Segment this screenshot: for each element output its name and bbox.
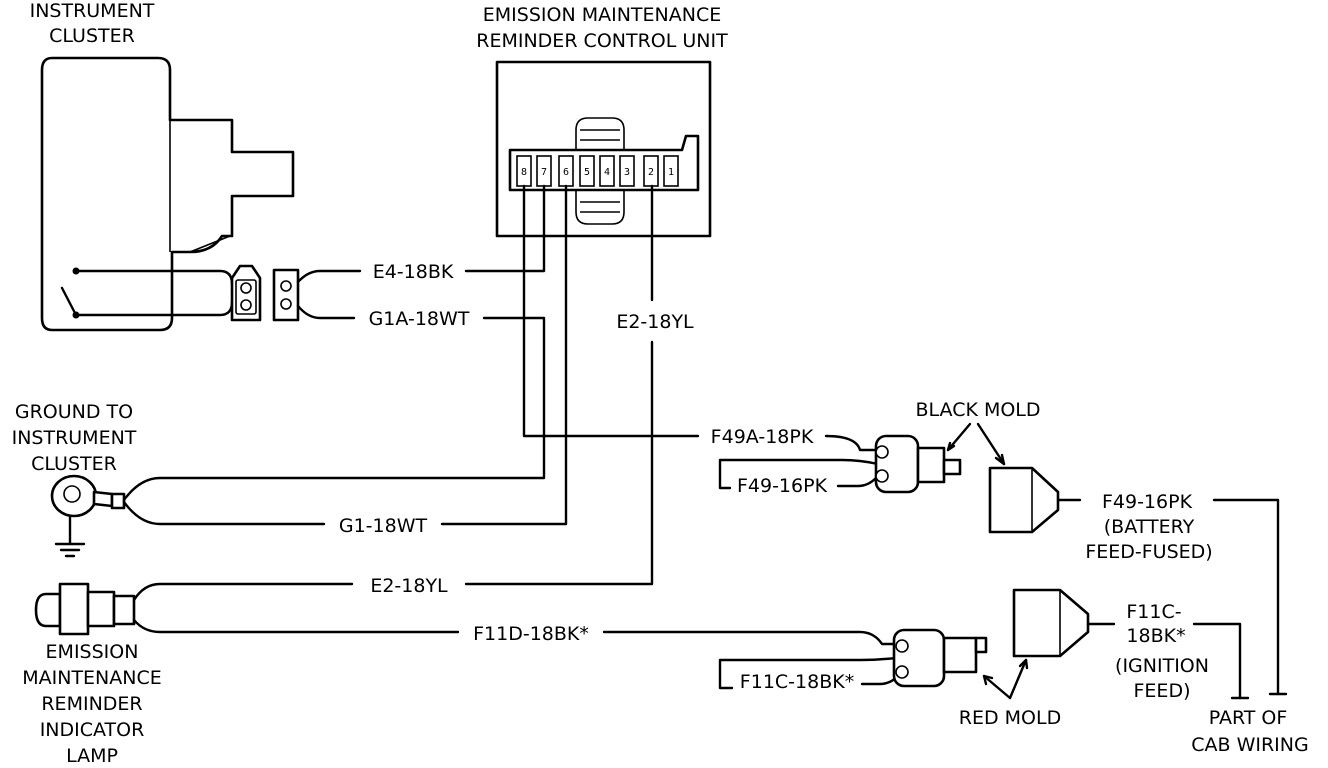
lamp-label-2: MAINTENANCE (22, 667, 162, 689)
wire-pin8 (522, 184, 700, 438)
pin-label-8: 8 (521, 167, 527, 178)
cluster-connector-male (230, 264, 262, 322)
labels: INSTRUMENT CLUSTER EMISSION MAINTENANCE … (12, 0, 1309, 767)
control-unit-label-2: REMINDER CONTROL UNIT (476, 30, 728, 52)
instrument-cluster (40, 56, 295, 332)
harness-connector-female (272, 268, 300, 322)
battery-feed-label-1: (BATTERY (1104, 516, 1195, 538)
wires (122, 184, 898, 646)
lamp-label-3: REMINDER (41, 693, 142, 715)
cab-wiring-wires (1056, 498, 1288, 700)
wire-label-f49-left: F49-16PK (737, 475, 828, 497)
wire-e2 (132, 184, 654, 602)
ground-symbol-icon (54, 514, 86, 558)
wire-label-f11c-right-1: F11C- (1126, 601, 1181, 623)
wire-f11d (132, 618, 898, 646)
pin-label-5: 5 (584, 167, 590, 178)
pin-1 (663, 155, 679, 187)
control-unit (495, 60, 712, 238)
cab-wiring-label-2: CAB WIRING (1191, 734, 1308, 756)
black-mold-label: BLACK MOLD (915, 399, 1040, 421)
pin-label-4: 4 (604, 167, 610, 178)
wire-label-e4: E4-18BK (373, 261, 454, 283)
ground-label-1: GROUND TO (15, 401, 133, 423)
instrument-cluster-label-1: INSTRUMENT (30, 0, 155, 22)
wire-label-f49a: F49A-18PK (711, 426, 814, 448)
wire-g1 (122, 184, 568, 526)
wire-label-f11d: F11D-18BK* (473, 623, 589, 645)
pin-label-2: 2 (648, 167, 654, 178)
lamp-label-4: INDICATOR (40, 719, 145, 741)
lamp-label-5: LAMP (66, 745, 118, 767)
wire-label-f49-right: F49-16PK (1102, 491, 1193, 513)
wire-label-e2-vertical: E2-18YL (616, 311, 694, 333)
lamp-label-1: EMISSION (46, 641, 139, 663)
control-unit-pins: 8 7 6 5 4 3 2 1 (516, 155, 679, 187)
ignition-feed-label-2: FEED) (1134, 680, 1191, 702)
black-mold-connector-pair (718, 434, 1060, 534)
control-unit-label-1: EMISSION MAINTENANCE (483, 4, 721, 26)
ignition-feed-label-1: (IGNITION (1115, 655, 1209, 677)
pin-label-1: 1 (668, 167, 674, 178)
ground-eyelet (50, 474, 126, 518)
pin-label-6: 6 (563, 167, 569, 178)
wire-e4 (296, 184, 546, 284)
wire-label-g1: G1-18WT (339, 515, 428, 537)
red-mold-connector-pair (718, 588, 1090, 690)
pin-label-7: 7 (541, 167, 547, 178)
cab-wiring-label-1: PART OF (1209, 707, 1288, 729)
ground-label-3: CLUSTER (31, 453, 117, 475)
red-mold-label: RED MOLD (959, 707, 1061, 729)
mold-pointer-arrows (946, 422, 1029, 700)
wire-label-f11c-left: F11C-18BK* (740, 671, 854, 693)
wire-label-f11c-right-2: 18BK* (1126, 625, 1185, 647)
wire-label-g1a: G1A-18WT (369, 308, 470, 330)
battery-feed-label-2: FEED-FUSED) (1085, 541, 1212, 563)
pin-4 (599, 155, 615, 187)
pin-3 (619, 155, 635, 187)
ground-label-2: INSTRUMENT (12, 427, 137, 449)
instrument-cluster-label-2: CLUSTER (49, 25, 135, 47)
wire-g1a (122, 304, 546, 502)
wire-f49a (824, 434, 880, 452)
pin-5 (579, 155, 595, 187)
pin-label-3: 3 (624, 167, 630, 178)
wire-label-e2-lamp: E2-18YL (370, 575, 448, 597)
indicator-lamp (34, 582, 136, 636)
